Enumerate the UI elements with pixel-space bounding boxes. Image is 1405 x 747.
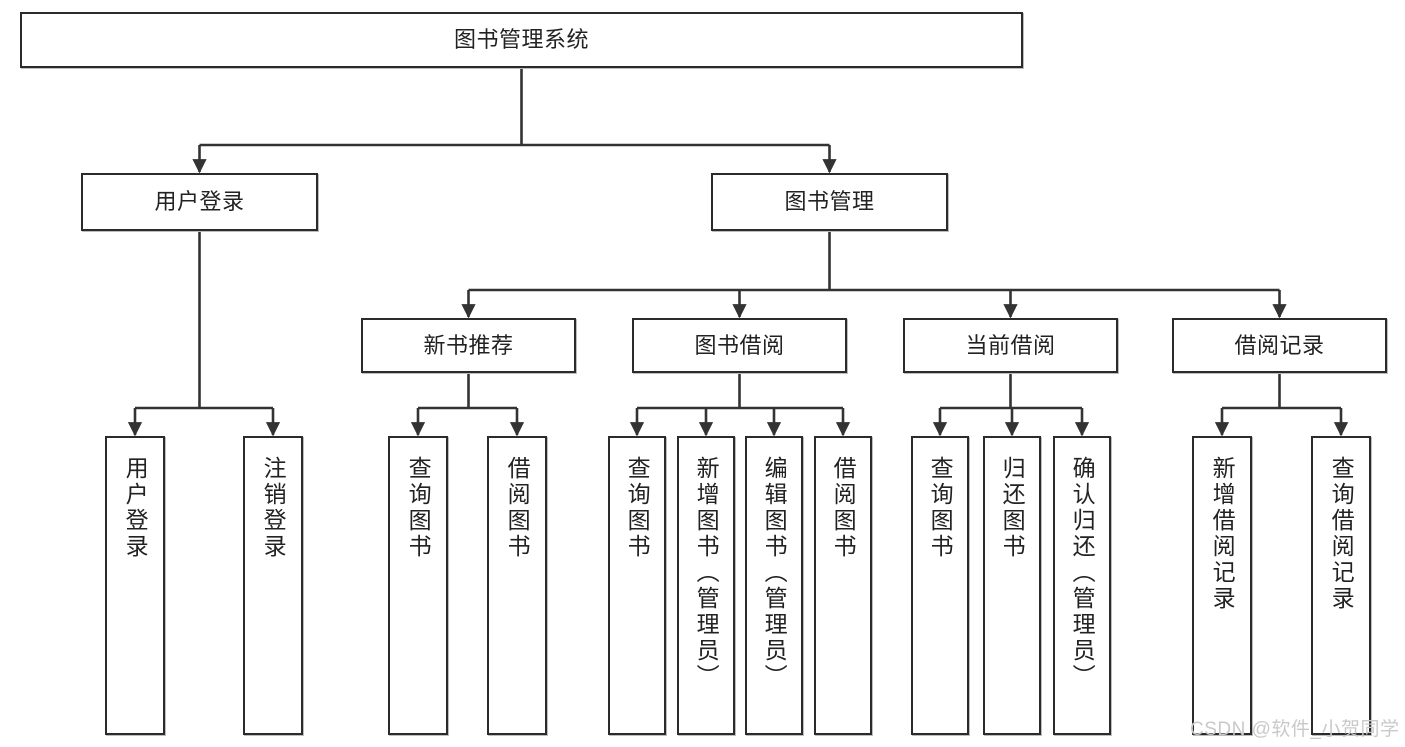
node-label-leaf-borrow-4: 借阅图书: [830, 456, 857, 560]
node-newbook[interactable]: 新书推荐: [361, 318, 576, 373]
node-login[interactable]: 用户登录: [81, 173, 318, 231]
node-bookmgmt[interactable]: 图书管理: [711, 173, 948, 231]
node-label-leaf-borrow-3: 编辑图书（管理员）: [761, 456, 788, 690]
node-label-login: 用户登录: [154, 189, 245, 215]
node-label-leaf-rec-1: 新增借阅记录: [1209, 456, 1236, 612]
node-label-current: 当前借阅: [965, 332, 1056, 358]
node-leaf-rec-1[interactable]: 新增借阅记录: [1192, 436, 1252, 735]
node-leaf-cur-3[interactable]: 确认归还（管理员）: [1053, 436, 1111, 735]
node-label-leaf-new-1: 查询图书: [405, 456, 432, 560]
node-leaf-login-2[interactable]: 注销登录: [243, 436, 303, 735]
node-leaf-borrow-2[interactable]: 新增图书（管理员）: [677, 436, 735, 735]
node-leaf-borrow-3[interactable]: 编辑图书（管理员）: [745, 436, 803, 735]
node-label-leaf-rec-2: 查询借阅记录: [1328, 456, 1355, 612]
node-label-leaf-cur-1: 查询图书: [927, 456, 954, 560]
node-leaf-new-1[interactable]: 查询图书: [388, 436, 448, 735]
node-leaf-borrow-4[interactable]: 借阅图书: [814, 436, 872, 735]
node-label-leaf-borrow-1: 查询图书: [624, 456, 651, 560]
node-label-borrow: 图书借阅: [694, 332, 785, 358]
node-label-leaf-borrow-2: 新增图书（管理员）: [693, 456, 720, 690]
node-label-bookmgmt: 图书管理: [784, 189, 875, 215]
node-root[interactable]: 图书管理系统: [20, 12, 1023, 68]
node-leaf-login-1[interactable]: 用户登录: [105, 436, 165, 735]
node-label-leaf-cur-3: 确认归还（管理员）: [1069, 456, 1096, 690]
node-leaf-cur-2[interactable]: 归还图书: [983, 436, 1041, 735]
node-label-leaf-login-2: 注销登录: [260, 456, 287, 560]
node-leaf-new-2[interactable]: 借阅图书: [487, 436, 547, 735]
node-label-leaf-login-1: 用户登录: [122, 456, 149, 560]
node-label-leaf-new-2: 借阅图书: [504, 456, 531, 560]
watermark: CSDN @软件_小贺同学: [1190, 719, 1400, 740]
node-label-newbook: 新书推荐: [423, 332, 514, 358]
node-records[interactable]: 借阅记录: [1172, 318, 1387, 373]
node-label-root: 图书管理系统: [453, 27, 589, 53]
node-current[interactable]: 当前借阅: [903, 318, 1118, 373]
node-label-leaf-cur-2: 归还图书: [999, 456, 1026, 560]
node-label-records: 借阅记录: [1234, 332, 1325, 358]
node-leaf-cur-1[interactable]: 查询图书: [911, 436, 969, 735]
node-borrow[interactable]: 图书借阅: [632, 318, 847, 373]
node-leaf-borrow-1[interactable]: 查询图书: [608, 436, 666, 735]
node-leaf-rec-2[interactable]: 查询借阅记录: [1311, 436, 1371, 735]
